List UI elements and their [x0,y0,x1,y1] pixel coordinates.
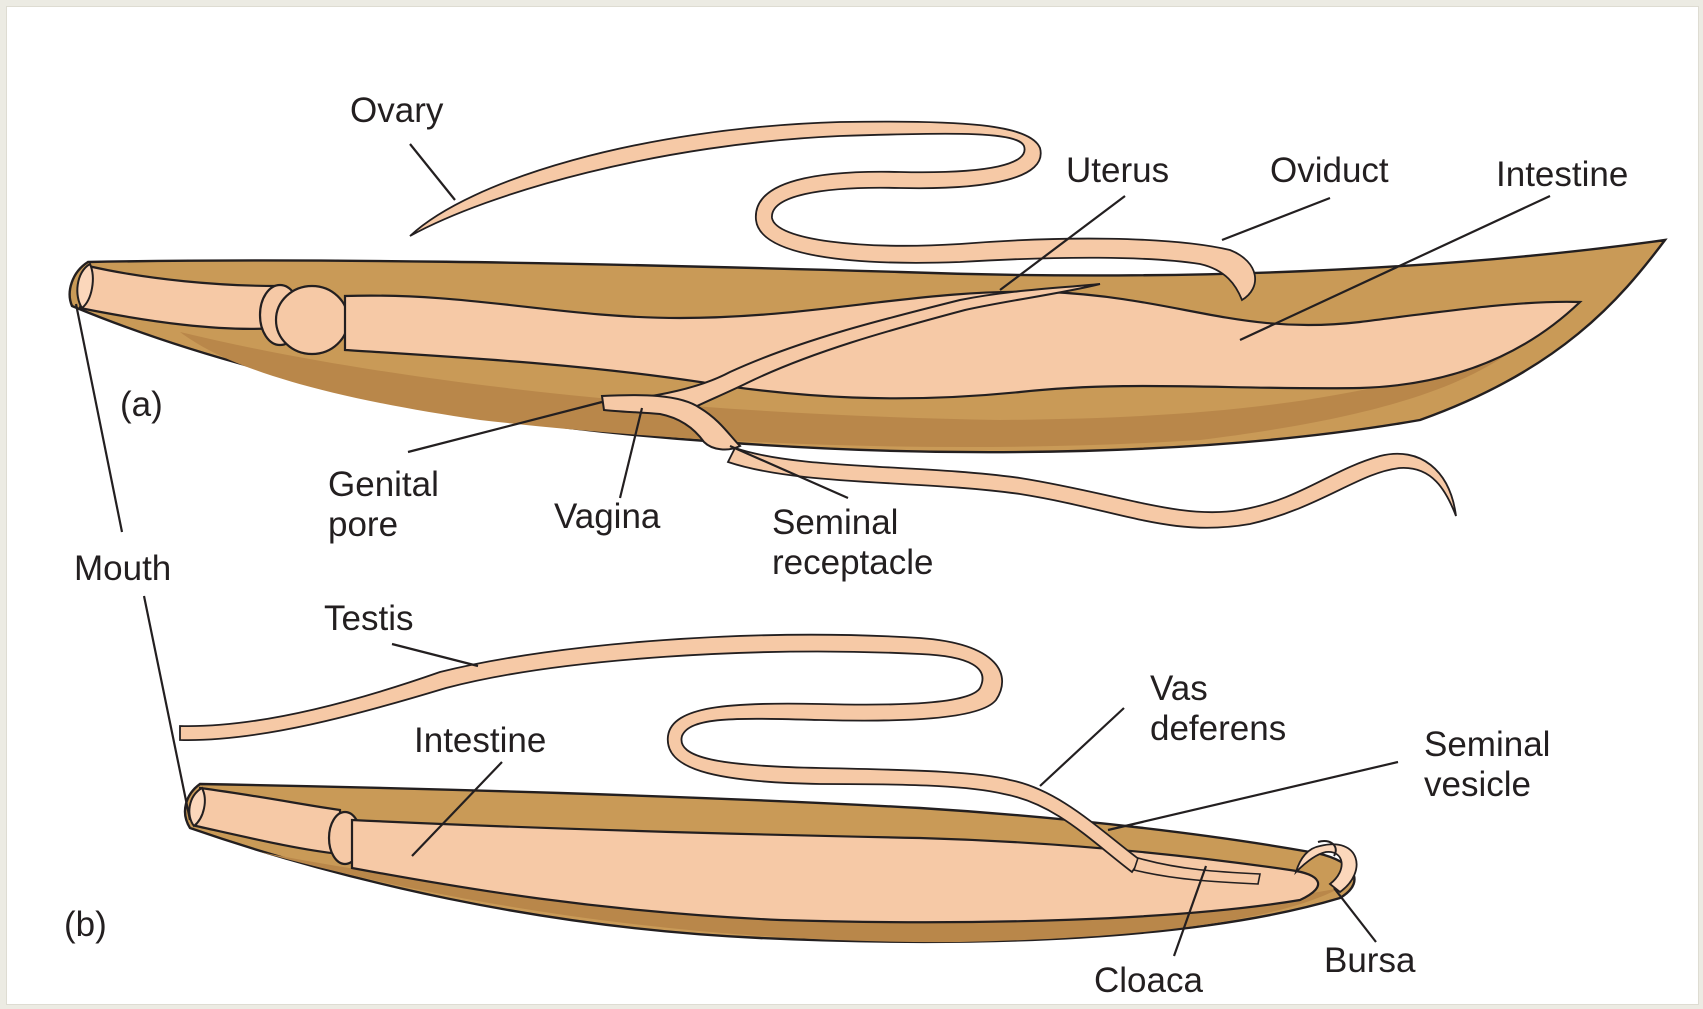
label-seminal-receptacle-1: Seminal [772,503,898,542]
leader-mouth-a [76,304,122,532]
label-genital-pore-1: Genital [328,465,439,504]
leader-ovary [410,144,455,200]
leader-testis [392,644,478,666]
label-uterus: Uterus [1066,151,1169,190]
panel-label-b: (b) [64,905,107,944]
label-mouth: Mouth [74,549,171,588]
label-intestine-a: Intestine [1496,155,1628,194]
label-seminal-receptacle-2: receptacle [772,543,933,582]
leader-bursa [1334,888,1376,942]
panel-label-a: (a) [120,385,163,424]
label-vas-deferens-1: Vas [1150,669,1208,708]
label-vagina: Vagina [554,497,661,536]
label-vas-deferens-2: deferens [1150,709,1286,748]
label-bursa: Bursa [1324,941,1416,980]
label-oviduct: Oviduct [1270,151,1389,190]
label-cloaca: Cloaca [1094,961,1203,1000]
label-seminal-vesicle-1: Seminal [1424,725,1550,764]
leader-mouth-b [144,596,190,820]
female-worm-figure [70,122,1665,528]
label-ovary: Ovary [350,91,444,130]
leader-vas-deferens [1040,708,1124,786]
leader-oviduct [1222,198,1330,240]
label-testis: Testis [324,599,413,638]
female-pharynx-bulb [276,286,348,354]
label-seminal-vesicle-2: vesicle [1424,765,1531,804]
label-genital-pore-2: pore [328,505,398,544]
label-intestine-b: Intestine [414,721,546,760]
leader-seminal-vesicle [1108,762,1398,830]
